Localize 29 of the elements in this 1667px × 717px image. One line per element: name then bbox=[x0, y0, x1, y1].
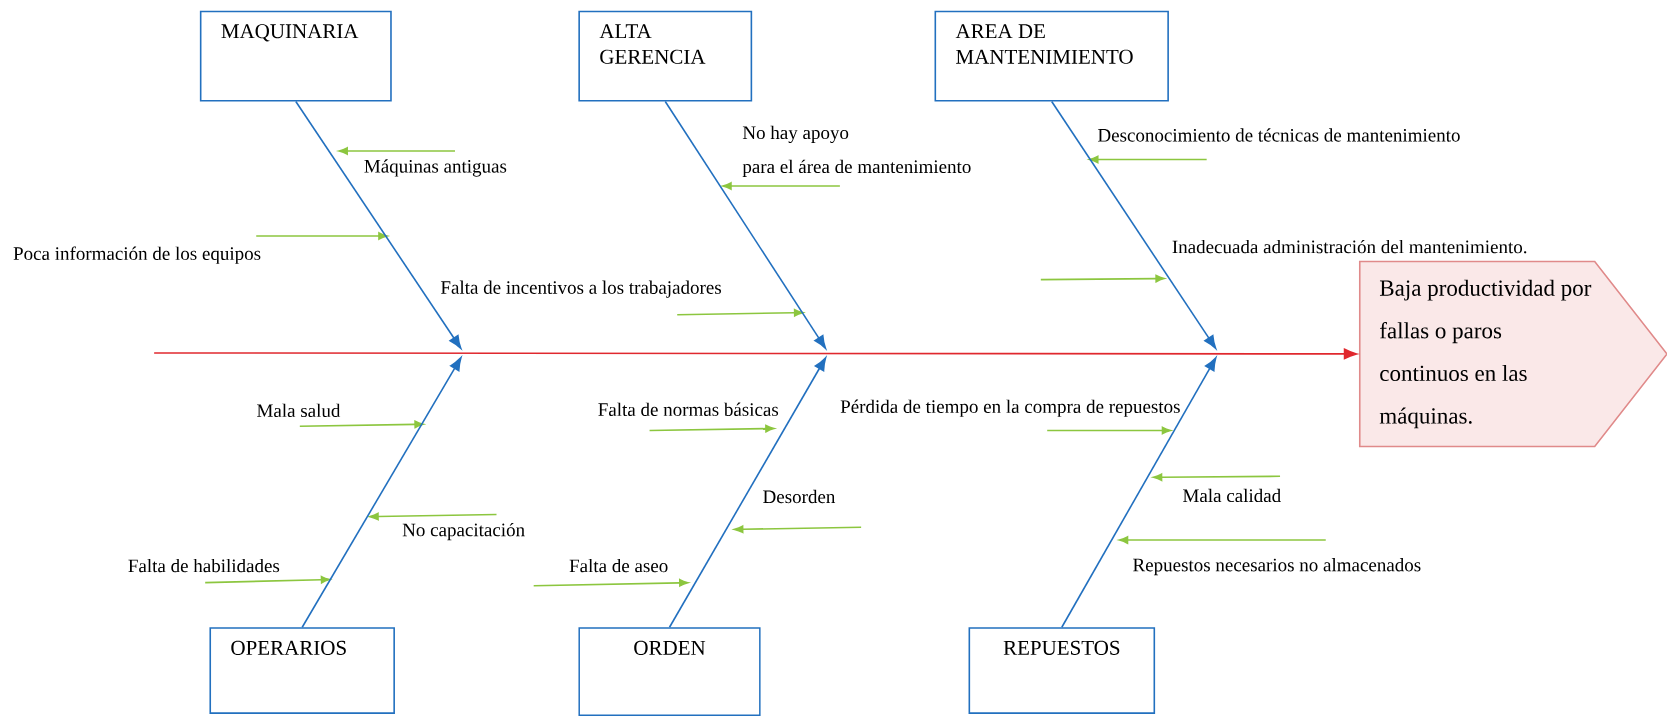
cause-label: Pérdida de tiempo en la compra de repuestos bbox=[840, 399, 1180, 418]
cause-label: Desconocimiento de técnicas de mantenimiento bbox=[1098, 128, 1460, 142]
category-box: OPERARIOS bbox=[209, 627, 395, 715]
cause-label: No capacitación bbox=[402, 523, 525, 541]
category-box: REPUESTOS bbox=[968, 627, 1156, 715]
category-box: AREA DE MANTENIMIENTO bbox=[934, 10, 1169, 102]
bone-arrow bbox=[301, 357, 462, 629]
bone-arrow bbox=[295, 100, 462, 350]
spine-arrow bbox=[153, 348, 1358, 360]
bone-arrow bbox=[664, 100, 827, 350]
category-box: ORDEN bbox=[578, 627, 761, 717]
cause-label: Falta de habilidades bbox=[128, 559, 280, 573]
cause-label: Falta de normas básicas bbox=[598, 402, 779, 417]
cause-label: Falta de aseo bbox=[569, 559, 668, 573]
cause-label: Poca información de los equipos bbox=[13, 246, 261, 265]
category-box: MAQUINARIA bbox=[199, 10, 392, 102]
effect-box: Baja productividad por fallas o paros continuos en las máquinas. bbox=[1358, 260, 1667, 448]
cause-label: Mala calidad bbox=[1183, 488, 1281, 503]
cause-label: Repuestos necesarios no almacenados bbox=[1133, 558, 1421, 576]
bone-arrow bbox=[1061, 357, 1217, 629]
cause-label: Falta de incentivos a los trabajadores bbox=[440, 280, 721, 298]
cause-label: Desorden bbox=[763, 490, 836, 504]
bone-arrow bbox=[668, 357, 827, 629]
category-box: ALTA GERENCIA bbox=[578, 10, 753, 102]
cause-label: Inadecuada administración del mantenimiento. bbox=[1172, 240, 1527, 254]
cause-label: No hay apoyo para el área de mantenimiento bbox=[742, 125, 971, 178]
cause-label: Mala salud bbox=[257, 403, 341, 418]
bone-arrow bbox=[1050, 100, 1217, 350]
cause-label: Máquinas antiguas bbox=[364, 159, 507, 177]
